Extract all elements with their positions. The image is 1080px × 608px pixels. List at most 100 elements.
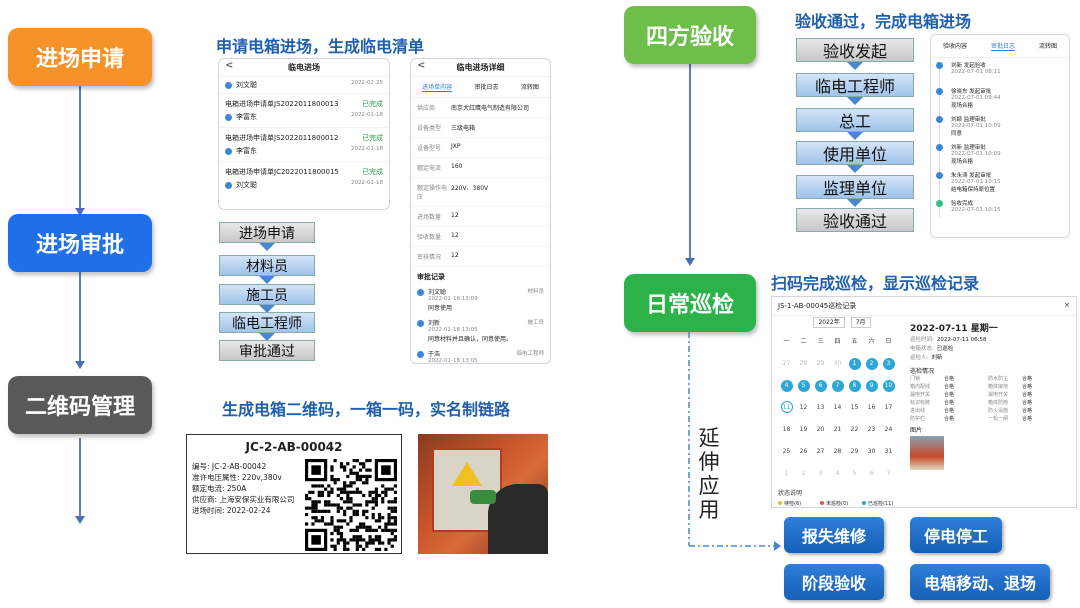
- report-repair-button[interactable]: 报失维修: [784, 517, 884, 553]
- record-note: 同意使用: [428, 305, 453, 312]
- legend-item: 待检(6): [778, 500, 820, 507]
- tab-log[interactable]: 审批日志: [474, 84, 499, 91]
- tab-content[interactable]: 进场单内容: [422, 84, 453, 92]
- timeline-line: [79, 272, 81, 368]
- arrow-down-icon: [847, 97, 863, 105]
- calendar-day[interactable]: 27: [778, 355, 795, 372]
- calendar-day[interactable]: 5: [846, 465, 863, 482]
- calendar-day[interactable]: 16: [863, 399, 880, 416]
- calendar-day[interactable]: 21: [829, 421, 846, 438]
- calendar-day[interactable]: 29: [812, 355, 829, 372]
- tab-accept-flow[interactable]: 流转图: [1038, 43, 1057, 50]
- calendar-day[interactable]: 27: [812, 443, 829, 460]
- log-note: 现场合格: [951, 159, 974, 165]
- calendar-day[interactable]: 25: [778, 443, 795, 460]
- calendar-day[interactable]: 29: [846, 443, 863, 460]
- field-key: 供应商: [417, 105, 436, 112]
- step-acceptance: 四方验收: [624, 6, 756, 64]
- move-exit-button[interactable]: 电箱移动、退场: [910, 564, 1050, 600]
- back-icon[interactable]: <: [417, 60, 426, 71]
- tab-accept-log[interactable]: 审批日志: [990, 43, 1015, 51]
- calendar-day[interactable]: 17: [880, 399, 897, 416]
- tab-accept-content[interactable]: 验收内容: [942, 43, 967, 50]
- calendar-day[interactable]: 6: [812, 377, 829, 394]
- check-item: 门锁: [910, 376, 921, 382]
- check-result: 合格: [1022, 416, 1033, 422]
- calendar-day[interactable]: 24: [880, 421, 897, 438]
- calendar-day[interactable]: 6: [863, 465, 880, 482]
- calendar-day[interactable]: 3: [880, 355, 897, 372]
- calendar-day[interactable]: 15: [846, 399, 863, 416]
- calendar-day[interactable]: 7: [880, 465, 897, 482]
- check-result: 合格: [1022, 400, 1033, 406]
- back-icon[interactable]: <: [225, 60, 234, 71]
- check-result: 合格: [1022, 408, 1033, 414]
- calendar-day[interactable]: 2: [795, 465, 812, 482]
- stage-acceptance-button[interactable]: 阶段验收: [784, 564, 884, 600]
- status-legend: 待检(6)未巡检(0)已巡检(11)报失(0)维修(0)停电停工(0)不可用(0…: [778, 497, 906, 507]
- check-row: 标识标牌合格箱体防雨合格: [910, 399, 1074, 407]
- calendar-day[interactable]: 28: [829, 443, 846, 460]
- calendar-day[interactable]: 5: [795, 377, 812, 394]
- calendar-day[interactable]: 10: [880, 377, 897, 394]
- calendar-day[interactable]: 4: [778, 377, 795, 394]
- inspection-photo[interactable]: [910, 436, 944, 470]
- calendar-day[interactable]: 12: [795, 399, 812, 416]
- tab-flow[interactable]: 流转图: [520, 84, 539, 91]
- calendar-day[interactable]: 1: [846, 355, 863, 372]
- calendar-day[interactable]: 31: [880, 443, 897, 460]
- calendar-day[interactable]: 13: [812, 399, 829, 416]
- calendar-day[interactable]: 9: [863, 377, 880, 394]
- calendar-day[interactable]: 18: [778, 421, 795, 438]
- status-badge: 已完成: [362, 100, 383, 108]
- calendar-day-number: 1: [784, 470, 789, 477]
- calendar-day[interactable]: 4: [829, 465, 846, 482]
- acceptance-step: 使用单位: [796, 141, 914, 165]
- power-stop-button[interactable]: 停电停工: [910, 517, 1002, 553]
- acceptance-tabs: 验收内容 审批日志 流转图: [931, 35, 1069, 58]
- year-select[interactable]: 2022年: [813, 317, 845, 328]
- calendar-day-number: 31: [884, 448, 893, 455]
- calendar-day[interactable]: 23: [863, 421, 880, 438]
- close-icon[interactable]: ×: [1064, 301, 1070, 309]
- record-head: 于浩临电工程师: [417, 349, 544, 358]
- user-icon: [417, 289, 424, 296]
- calendar-day[interactable]: 3: [812, 465, 829, 482]
- status-badge: 已完成: [362, 168, 383, 176]
- calendar-day[interactable]: 26: [795, 443, 812, 460]
- record-date: 2022-01-18 13:09: [428, 296, 478, 302]
- calendar-day[interactable]: 14: [829, 399, 846, 416]
- calendar-day[interactable]: 8: [846, 377, 863, 394]
- approval-step: 审批通过: [219, 340, 315, 361]
- calendar-day-number: 13: [816, 404, 825, 411]
- calendar-day[interactable]: 7: [829, 377, 846, 394]
- log-date: 2022-07-01 10:15: [951, 207, 1001, 213]
- calendar-day[interactable]: 30: [829, 355, 846, 372]
- calendar-day[interactable]: 30: [863, 443, 880, 460]
- calendar-day-number: 17: [884, 404, 893, 411]
- worker-figure: [488, 484, 548, 554]
- calendar-day[interactable]: 19: [795, 421, 812, 438]
- calendar-day[interactable]: 20: [812, 421, 829, 438]
- calendar-day[interactable]: 1: [778, 465, 795, 482]
- date: 2022-02-25: [351, 80, 383, 86]
- timeline-line: [689, 64, 691, 262]
- calendar-day[interactable]: 2: [863, 355, 880, 372]
- month-select[interactable]: 7月: [850, 317, 871, 328]
- screen-title: < 临电进场: [219, 59, 389, 77]
- calendar-day[interactable]: 28: [795, 355, 812, 372]
- calendar-day[interactable]: 11: [778, 399, 795, 416]
- calendar-day[interactable]: 22: [846, 421, 863, 438]
- calendar-day-number: 25: [782, 448, 791, 455]
